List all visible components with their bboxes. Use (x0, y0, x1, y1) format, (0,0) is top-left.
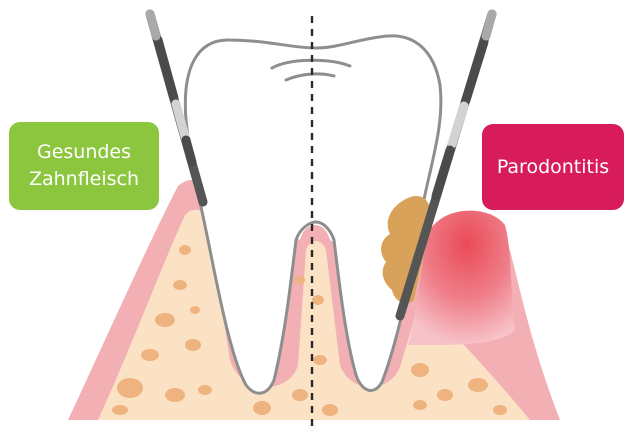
healthy-gum-label-line1: Gesundes (37, 139, 131, 166)
healthy-gum-label-line2: Zahnfleisch (29, 166, 139, 193)
periodontitis-label: Parodontitis (497, 154, 609, 181)
healthy-gum-badge: Gesundes Zahnfleisch (9, 122, 159, 210)
periodontitis-badge: Parodontitis (482, 124, 624, 210)
